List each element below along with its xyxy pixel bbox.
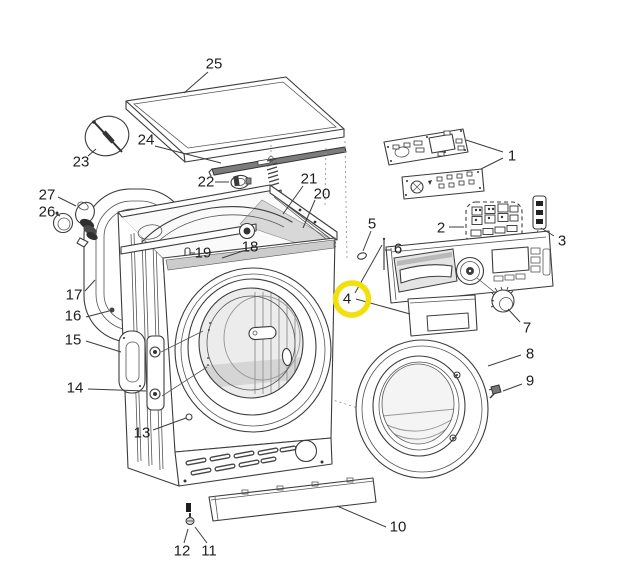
part-label-5[interactable]: 5 (368, 216, 376, 233)
leader-line-part-9 (502, 383, 523, 392)
leader-line-part-17 (84, 279, 96, 292)
part-label-21[interactable]: 21 (301, 171, 318, 188)
leader-line-part-21 (282, 185, 304, 215)
drum-opening (174, 267, 332, 433)
lid-trim-strip (208, 146, 347, 177)
hinge-plate (118, 330, 146, 394)
display-window (491, 246, 541, 282)
part-label-16[interactable]: 16 (65, 308, 82, 325)
part-label-14[interactable]: 14 (67, 380, 84, 397)
fascia-panel (357, 230, 554, 304)
leader-line-part-18 (221, 250, 244, 259)
cabinet (117, 184, 338, 487)
part-label-22[interactable]: 22 (198, 174, 215, 191)
leader-line-part-3 (540, 227, 555, 237)
led-strip (530, 195, 547, 253)
part-label-25[interactable]: 25 (206, 56, 223, 73)
leader-line-part-11 (194, 526, 208, 544)
leader-line-part-15 (85, 340, 122, 353)
leader-line-part-7 (507, 308, 521, 323)
door-hinge-screw (488, 384, 502, 399)
part-label-10[interactable]: 10 (390, 519, 407, 536)
leader-line-part-23 (87, 148, 97, 157)
part-label-24[interactable]: 24 (138, 132, 155, 149)
leader-line-part-12 (183, 528, 189, 544)
assembly-guide-lines (270, 140, 368, 412)
cabinet-base (174, 437, 333, 487)
part-label-9[interactable]: 9 (526, 373, 534, 390)
leader-line-part-5 (362, 230, 372, 252)
leader-line-part-24 (154, 145, 222, 164)
leader-line-part-14 (87, 388, 147, 392)
control-board-assembly (383, 128, 485, 200)
part-label-3[interactable]: 3 (558, 233, 566, 250)
part-label-11[interactable]: 11 (201, 543, 217, 560)
part-label-17[interactable]: 17 (66, 287, 83, 304)
hinge-bracket (146, 335, 165, 411)
drawer-opening (393, 248, 458, 293)
hose-clamp (230, 174, 252, 190)
fixing-clip (357, 252, 367, 260)
knob-recess (455, 256, 485, 286)
part-label-12[interactable]: 12 (174, 543, 191, 560)
top-rails (117, 184, 338, 248)
part-label-15[interactable]: 15 (65, 332, 82, 349)
part-label-13[interactable]: 13 (134, 425, 151, 442)
part-label-7[interactable]: 7 (523, 320, 531, 337)
suspension-spring (266, 156, 280, 187)
leader-line-part-10 (336, 505, 387, 528)
part-label-8[interactable]: 8 (526, 346, 534, 363)
kick-panel-screws (185, 503, 195, 525)
part-label-1[interactable]: 1 (508, 148, 516, 165)
leader-line-part-26 (55, 213, 61, 217)
top-lid (125, 76, 345, 163)
part-labels-layer: 1234567891011121314151617181920212223242… (39, 56, 567, 560)
highlight-ring-part-4 (332, 280, 372, 318)
part-label-27[interactable]: 27 (39, 187, 56, 204)
part-label-26[interactable]: 26 (39, 204, 56, 221)
leader-line-part-1 (480, 157, 504, 170)
counterweight-ball (238, 222, 256, 240)
shock-absorber-detail-circle (84, 115, 130, 157)
part-label-2[interactable]: 2 (437, 220, 445, 237)
leader-line-part-25 (183, 71, 209, 94)
part-label-6[interactable]: 6 (394, 241, 402, 258)
detergent-drawer-front (407, 294, 478, 337)
door-hinge-parts (109, 307, 208, 411)
part-label-19[interactable]: 19 (195, 245, 212, 262)
leader-line-part-13 (152, 417, 187, 431)
porthole-door (355, 339, 489, 479)
leader-line-part-8 (487, 354, 522, 367)
part-label-4[interactable]: 4 (343, 291, 351, 308)
front-panel-screw-hole (185, 413, 193, 421)
part-label-23[interactable]: 23 (73, 154, 90, 171)
leader-line-part-1 (465, 139, 504, 153)
leader-line-part-20 (302, 199, 316, 229)
leader-line-part-16 (85, 310, 110, 318)
indicator-slot (542, 248, 551, 276)
leader-line-part-4 (355, 298, 411, 315)
program-knob (490, 286, 515, 313)
leader-line-part-27 (57, 196, 77, 207)
kick-panel (208, 477, 377, 522)
part-label-20[interactable]: 20 (314, 186, 331, 203)
part-label-18[interactable]: 18 (242, 239, 259, 256)
hinge-screw (109, 307, 115, 313)
